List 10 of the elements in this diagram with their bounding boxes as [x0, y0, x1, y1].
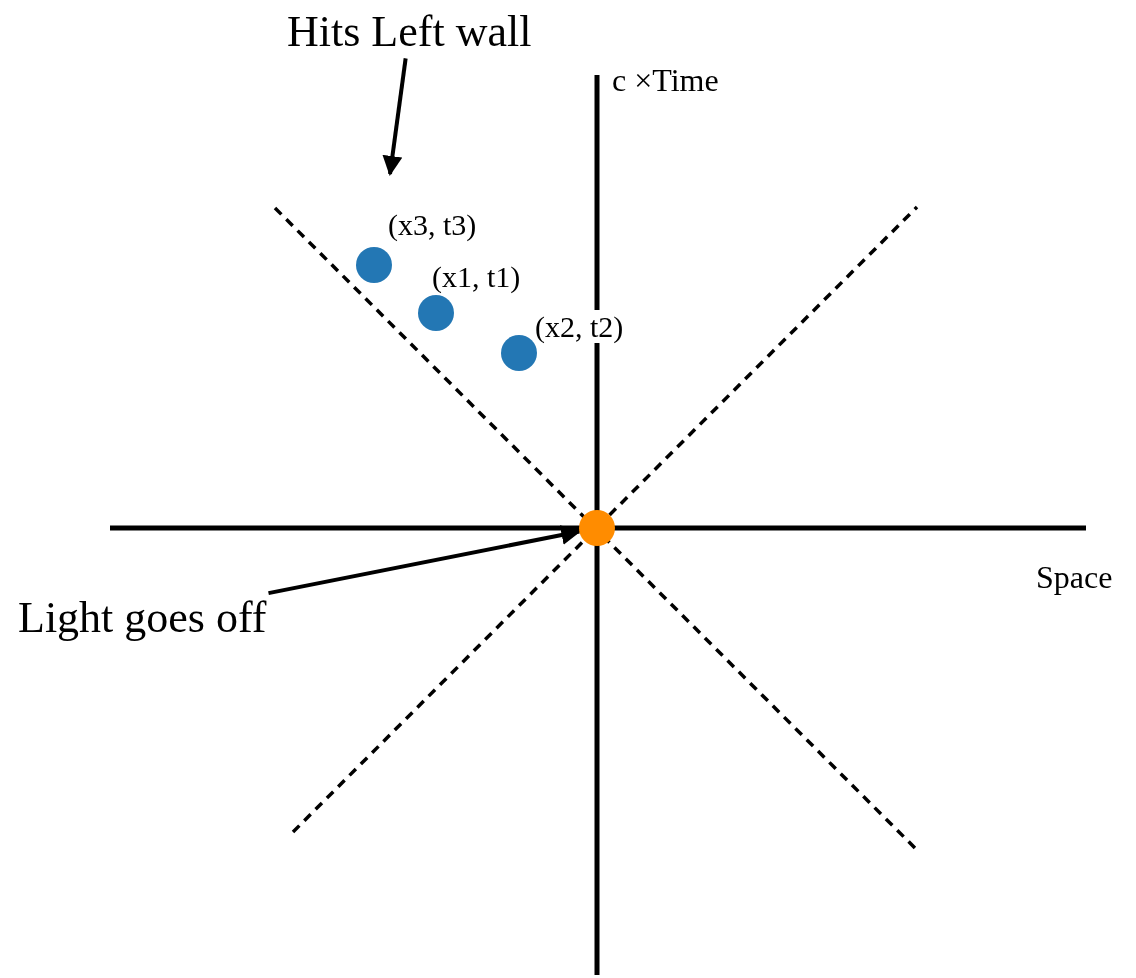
origin-event-point — [579, 510, 615, 546]
point-label: (x2, t2) — [535, 310, 624, 343]
event-point — [356, 247, 392, 283]
event-point — [418, 295, 454, 331]
arrow — [382, 58, 408, 176]
callout-text: Hits Left wall — [287, 8, 532, 57]
callout-text: Light goes off — [18, 594, 267, 643]
axis-label: Space — [1036, 560, 1113, 596]
axis-label: c ×Time — [612, 63, 719, 99]
event-point — [501, 335, 537, 371]
